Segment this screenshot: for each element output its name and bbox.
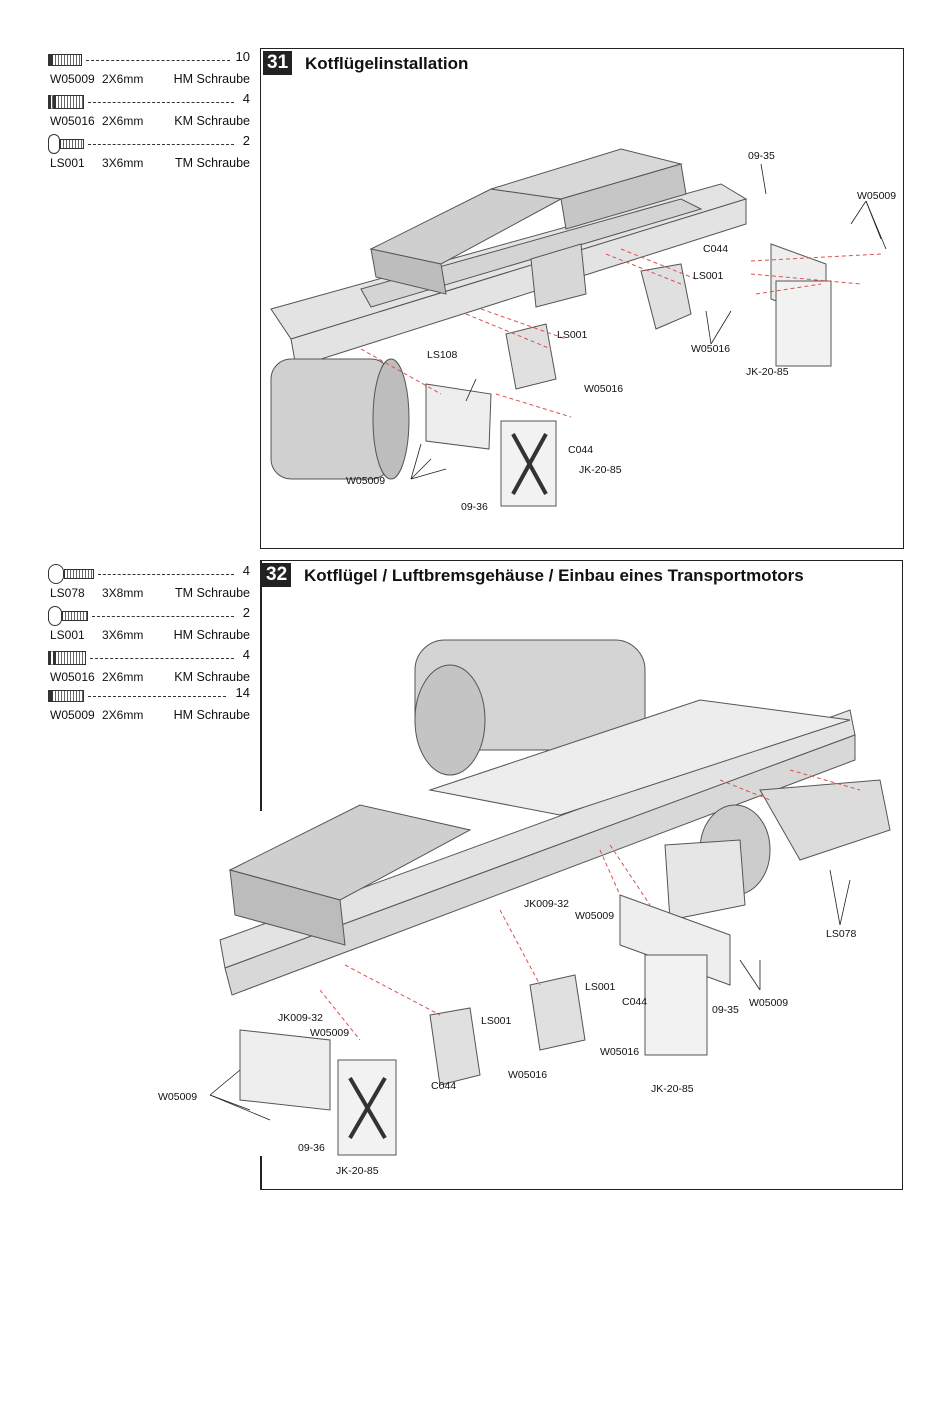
part-label: JK-20-85	[746, 366, 789, 378]
part-label: W05016	[508, 1069, 548, 1081]
part-code: LS001	[50, 156, 85, 170]
part-label: JK009-32	[524, 898, 569, 910]
part-label: JK-20-85	[579, 464, 622, 476]
part-qty: 10	[235, 49, 250, 64]
part-size: 2X6mm	[102, 114, 144, 128]
part-label: LS108	[427, 349, 458, 361]
part-row: 4 W05016 2X6mm KM Schraube	[46, 647, 250, 686]
part-code: W05009	[50, 708, 95, 722]
part-label: LS001	[481, 1015, 512, 1027]
part-code: LS001	[50, 628, 85, 642]
part-size: 2X6mm	[102, 72, 144, 86]
part-label: W05009	[857, 190, 897, 202]
part-size: 3X6mm	[102, 156, 144, 170]
part-size: 2X6mm	[102, 670, 144, 684]
part-label: W05009	[575, 910, 615, 922]
part-label: C044	[703, 243, 729, 255]
part-label: LS001	[693, 270, 724, 282]
step-number: 31	[263, 51, 293, 75]
round-head-screw-icon	[48, 134, 60, 154]
part-label: 09-35	[748, 150, 775, 162]
part-label: W05016	[600, 1046, 640, 1058]
hex-screw-icon	[48, 54, 82, 66]
part-qty: 14	[235, 685, 250, 700]
part-label: W05016	[584, 383, 624, 395]
part-label: W05009	[158, 1091, 198, 1103]
part-label: W05016	[691, 343, 731, 355]
part-label: JK-20-85	[336, 1165, 379, 1177]
part-label: C044	[622, 996, 648, 1008]
part-code: W05016	[50, 114, 95, 128]
part-qty: 4	[242, 647, 250, 662]
part-label: JK-20-85	[651, 1083, 694, 1095]
part-label: W05009	[749, 997, 789, 1009]
part-label: JK009-32	[278, 1012, 323, 1024]
part-size: 3X8mm	[102, 586, 144, 600]
part-label: 09-36	[461, 501, 488, 513]
part-size: 3X6mm	[102, 628, 144, 642]
washer-screw-icon	[48, 651, 86, 665]
part-name: TM Schraube	[174, 586, 250, 600]
part-row: 10 W05009 2X6mm HM Schraube	[46, 49, 250, 92]
part-label: LS078	[826, 928, 857, 940]
part-label: 09-36	[298, 1142, 325, 1154]
part-name: HM Schraube	[173, 628, 250, 642]
step-title: Kotflügelinstallation	[305, 54, 469, 73]
step-title: Kotflügel / Luftbremsgehäuse / Einbau ei…	[304, 566, 804, 585]
part-name: KM Schraube	[174, 114, 250, 128]
part-row: 4 LS078 3X8mm TM Schraube	[46, 563, 250, 606]
step32-parts-list: 4 LS078 3X8mm TM Schraube 2 LS001 3X6mm HM S…	[46, 563, 250, 728]
part-row: 4 W05016 2X6mm KM Schraube	[46, 91, 250, 134]
step-number: 32	[262, 563, 292, 587]
step31-panel: 31 Kotflügelinstallation	[260, 48, 904, 549]
part-code: LS078	[50, 586, 85, 600]
part-label: LS001	[585, 981, 616, 993]
hex-screw-icon	[48, 690, 84, 702]
step32-panel: 32 Kotflügel / Luftbremsgehäuse / Einbau…	[260, 560, 903, 1190]
part-label: W05009	[310, 1027, 350, 1039]
part-name: HM Schraube	[173, 708, 250, 722]
round-head-screw-icon	[48, 606, 62, 626]
part-label: W05009	[346, 475, 386, 487]
part-label: C044	[568, 444, 594, 456]
part-name: HM Schraube	[173, 72, 250, 86]
part-qty: 2	[242, 605, 250, 620]
part-code: W05009	[50, 72, 95, 86]
part-qty: 4	[242, 563, 250, 578]
step31-diagram	[270, 148, 887, 507]
round-head-screw-icon	[48, 564, 64, 584]
washer-screw-icon	[48, 95, 84, 109]
part-label: 09-35	[712, 1004, 739, 1016]
part-qty: 2	[242, 133, 250, 148]
part-row: 2 LS001 3X6mm TM Schraube	[46, 133, 250, 176]
part-row: 14 W05009 2X6mm HM Schraube	[46, 685, 250, 728]
part-name: KM Schraube	[174, 670, 250, 684]
part-size: 2X6mm	[102, 708, 144, 722]
part-row: 2 LS001 3X6mm HM Schraube	[46, 605, 250, 648]
part-code: W05016	[50, 670, 95, 684]
part-name: TM Schraube	[174, 156, 250, 170]
part-label: C044	[431, 1080, 457, 1092]
part-qty: 4	[242, 91, 250, 106]
part-label: LS001	[557, 329, 588, 341]
